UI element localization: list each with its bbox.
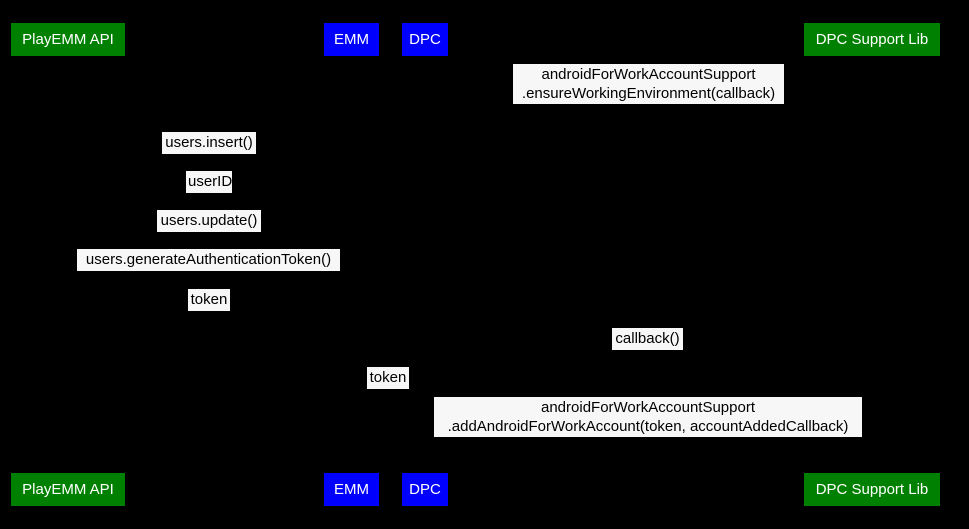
- participant-label: EMM: [334, 31, 369, 48]
- message-label-users-generate-authentication-token: users.generateAuthenticationToken(): [77, 249, 340, 271]
- message-label-token-lower: token: [367, 367, 409, 389]
- message-label-add-android-for-work-account: androidForWorkAccountSupport .addAndroid…: [434, 397, 862, 437]
- participant-dpc-bottom[interactable]: DPC: [402, 473, 448, 506]
- participant-label: DPC: [409, 481, 441, 498]
- message-label-users-update: users.update(): [157, 210, 261, 232]
- participant-label: PlayEMM API: [22, 31, 114, 48]
- message-label-user-id: userID: [186, 171, 232, 193]
- participant-label: PlayEMM API: [22, 481, 114, 498]
- participant-label: DPC Support Lib: [815, 481, 929, 498]
- participant-emm-bottom[interactable]: EMM: [324, 473, 379, 506]
- participant-playemm-api-bottom[interactable]: PlayEMM API: [11, 473, 125, 506]
- participant-dpc-support-lib-top[interactable]: DPC Support Lib: [804, 23, 940, 56]
- message-label-ensure-working-environment: androidForWorkAccountSupport .ensureWork…: [513, 64, 784, 104]
- message-label-callback: callback(): [612, 328, 683, 350]
- participant-label: DPC Support Lib: [815, 31, 929, 48]
- participant-emm-top[interactable]: EMM: [324, 23, 379, 56]
- message-label-token-upper: token: [188, 289, 230, 311]
- participant-playemm-api-top[interactable]: PlayEMM API: [11, 23, 125, 56]
- participant-dpc-support-lib-bottom[interactable]: DPC Support Lib: [804, 473, 940, 506]
- participant-dpc-top[interactable]: DPC: [402, 23, 448, 56]
- participant-label: DPC: [409, 31, 441, 48]
- participant-label: EMM: [334, 481, 369, 498]
- message-label-users-insert: users.insert(): [162, 132, 256, 154]
